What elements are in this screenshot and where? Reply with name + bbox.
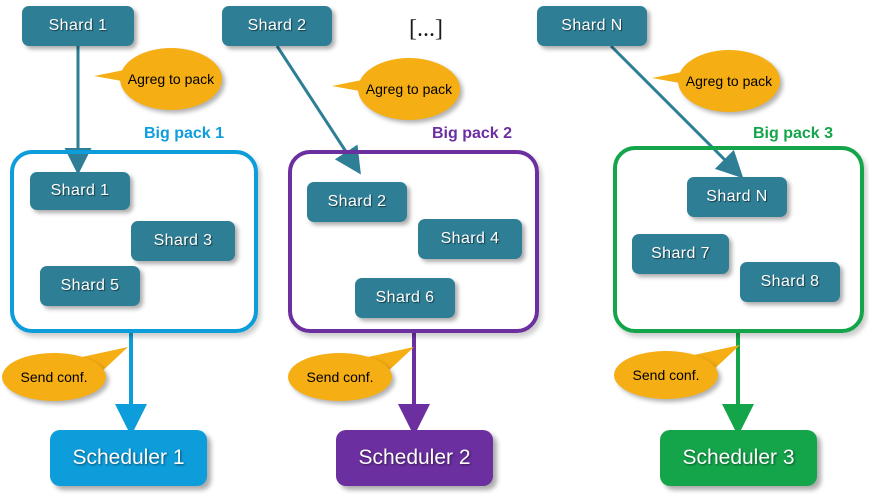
pack-3-shard-3-label: Shard 8 bbox=[760, 273, 820, 290]
send-callout-1-label: Send conf. bbox=[20, 368, 88, 385]
agreg-callout-2-label: Agreg to pack bbox=[365, 80, 453, 97]
pack-2-shard-1[interactable]: Shard 2 bbox=[307, 182, 407, 222]
pack-2-shard-3-label: Shard 6 bbox=[375, 289, 435, 306]
scheduler-1-label: Scheduler 1 bbox=[72, 446, 185, 469]
ellipsis-label: [...] bbox=[409, 16, 443, 42]
pack-3-shard-2-label: Shard 7 bbox=[651, 245, 710, 262]
pack-1-shard-2[interactable]: Shard 3 bbox=[131, 221, 235, 261]
pack-1-shard-1-label: Shard 1 bbox=[50, 182, 110, 199]
agreg-callout-3-label: Agreg to pack bbox=[685, 72, 773, 89]
pack-2-shard-3[interactable]: Shard 6 bbox=[355, 278, 455, 318]
pack-2-label: Big pack 2 bbox=[432, 125, 513, 142]
pack-3-shard-2[interactable]: Shard 7 bbox=[632, 234, 729, 274]
big-pack-1[interactable] bbox=[10, 150, 258, 333]
scheduler-2-label: Scheduler 2 bbox=[358, 446, 471, 469]
send-callout-3[interactable]: Send conf. bbox=[614, 343, 746, 399]
source-shard-1-label: Shard 1 bbox=[48, 17, 108, 34]
send-callout-2[interactable]: Send conf. bbox=[288, 345, 420, 401]
scheduler-3-label: Scheduler 3 bbox=[682, 446, 795, 469]
pack-2-shard-2[interactable]: Shard 4 bbox=[418, 219, 522, 259]
agreg-callout-1-label: Agreg to pack bbox=[127, 70, 215, 87]
agreg-callout-3[interactable]: Agreg to pack bbox=[650, 50, 780, 112]
send-callout-3-label: Send conf. bbox=[632, 366, 700, 383]
pack-3-shard-3[interactable]: Shard 8 bbox=[740, 262, 840, 302]
agreg-callout-1[interactable]: Agreg to pack bbox=[92, 48, 222, 110]
pack-2-shard-2-label: Shard 4 bbox=[440, 230, 500, 247]
pack-2-shard-1-label: Shard 2 bbox=[327, 193, 387, 210]
pack-3-label-wrap: Big pack 3 bbox=[753, 125, 833, 143]
pack-3-shard-1-label: Shard N bbox=[706, 188, 768, 205]
ellipsis-marker: [...] bbox=[409, 16, 443, 43]
pack-3-label: Big pack 3 bbox=[753, 125, 834, 142]
scheduler-1[interactable]: Scheduler 1 bbox=[50, 430, 207, 486]
send-callout-2-label: Send conf. bbox=[306, 368, 374, 385]
scheduler-2[interactable]: Scheduler 2 bbox=[336, 430, 493, 486]
pack-3-shard-1[interactable]: Shard N bbox=[687, 177, 787, 217]
agreg-callout-2[interactable]: Agreg to pack bbox=[330, 58, 460, 120]
pack-1-shard-3-label: Shard 5 bbox=[60, 277, 120, 294]
source-shard-n-label: Shard N bbox=[561, 17, 623, 34]
pack-1-shard-2-label: Shard 3 bbox=[153, 232, 213, 249]
scheduler-3[interactable]: Scheduler 3 bbox=[660, 430, 817, 486]
source-shard-1[interactable]: Shard 1 bbox=[22, 6, 134, 46]
pack-2-label-wrap: Big pack 2 bbox=[432, 125, 512, 143]
pack-1-label: Big pack 1 bbox=[144, 125, 225, 142]
pack-1-shard-1[interactable]: Shard 1 bbox=[30, 172, 130, 210]
source-shard-2-label: Shard 2 bbox=[247, 17, 307, 34]
source-shard-n[interactable]: Shard N bbox=[537, 6, 647, 46]
source-shard-2[interactable]: Shard 2 bbox=[222, 6, 332, 46]
pack-1-label-wrap: Big pack 1 bbox=[144, 125, 224, 143]
send-callout-1[interactable]: Send conf. bbox=[2, 345, 134, 401]
pack-1-shard-3[interactable]: Shard 5 bbox=[40, 266, 140, 306]
